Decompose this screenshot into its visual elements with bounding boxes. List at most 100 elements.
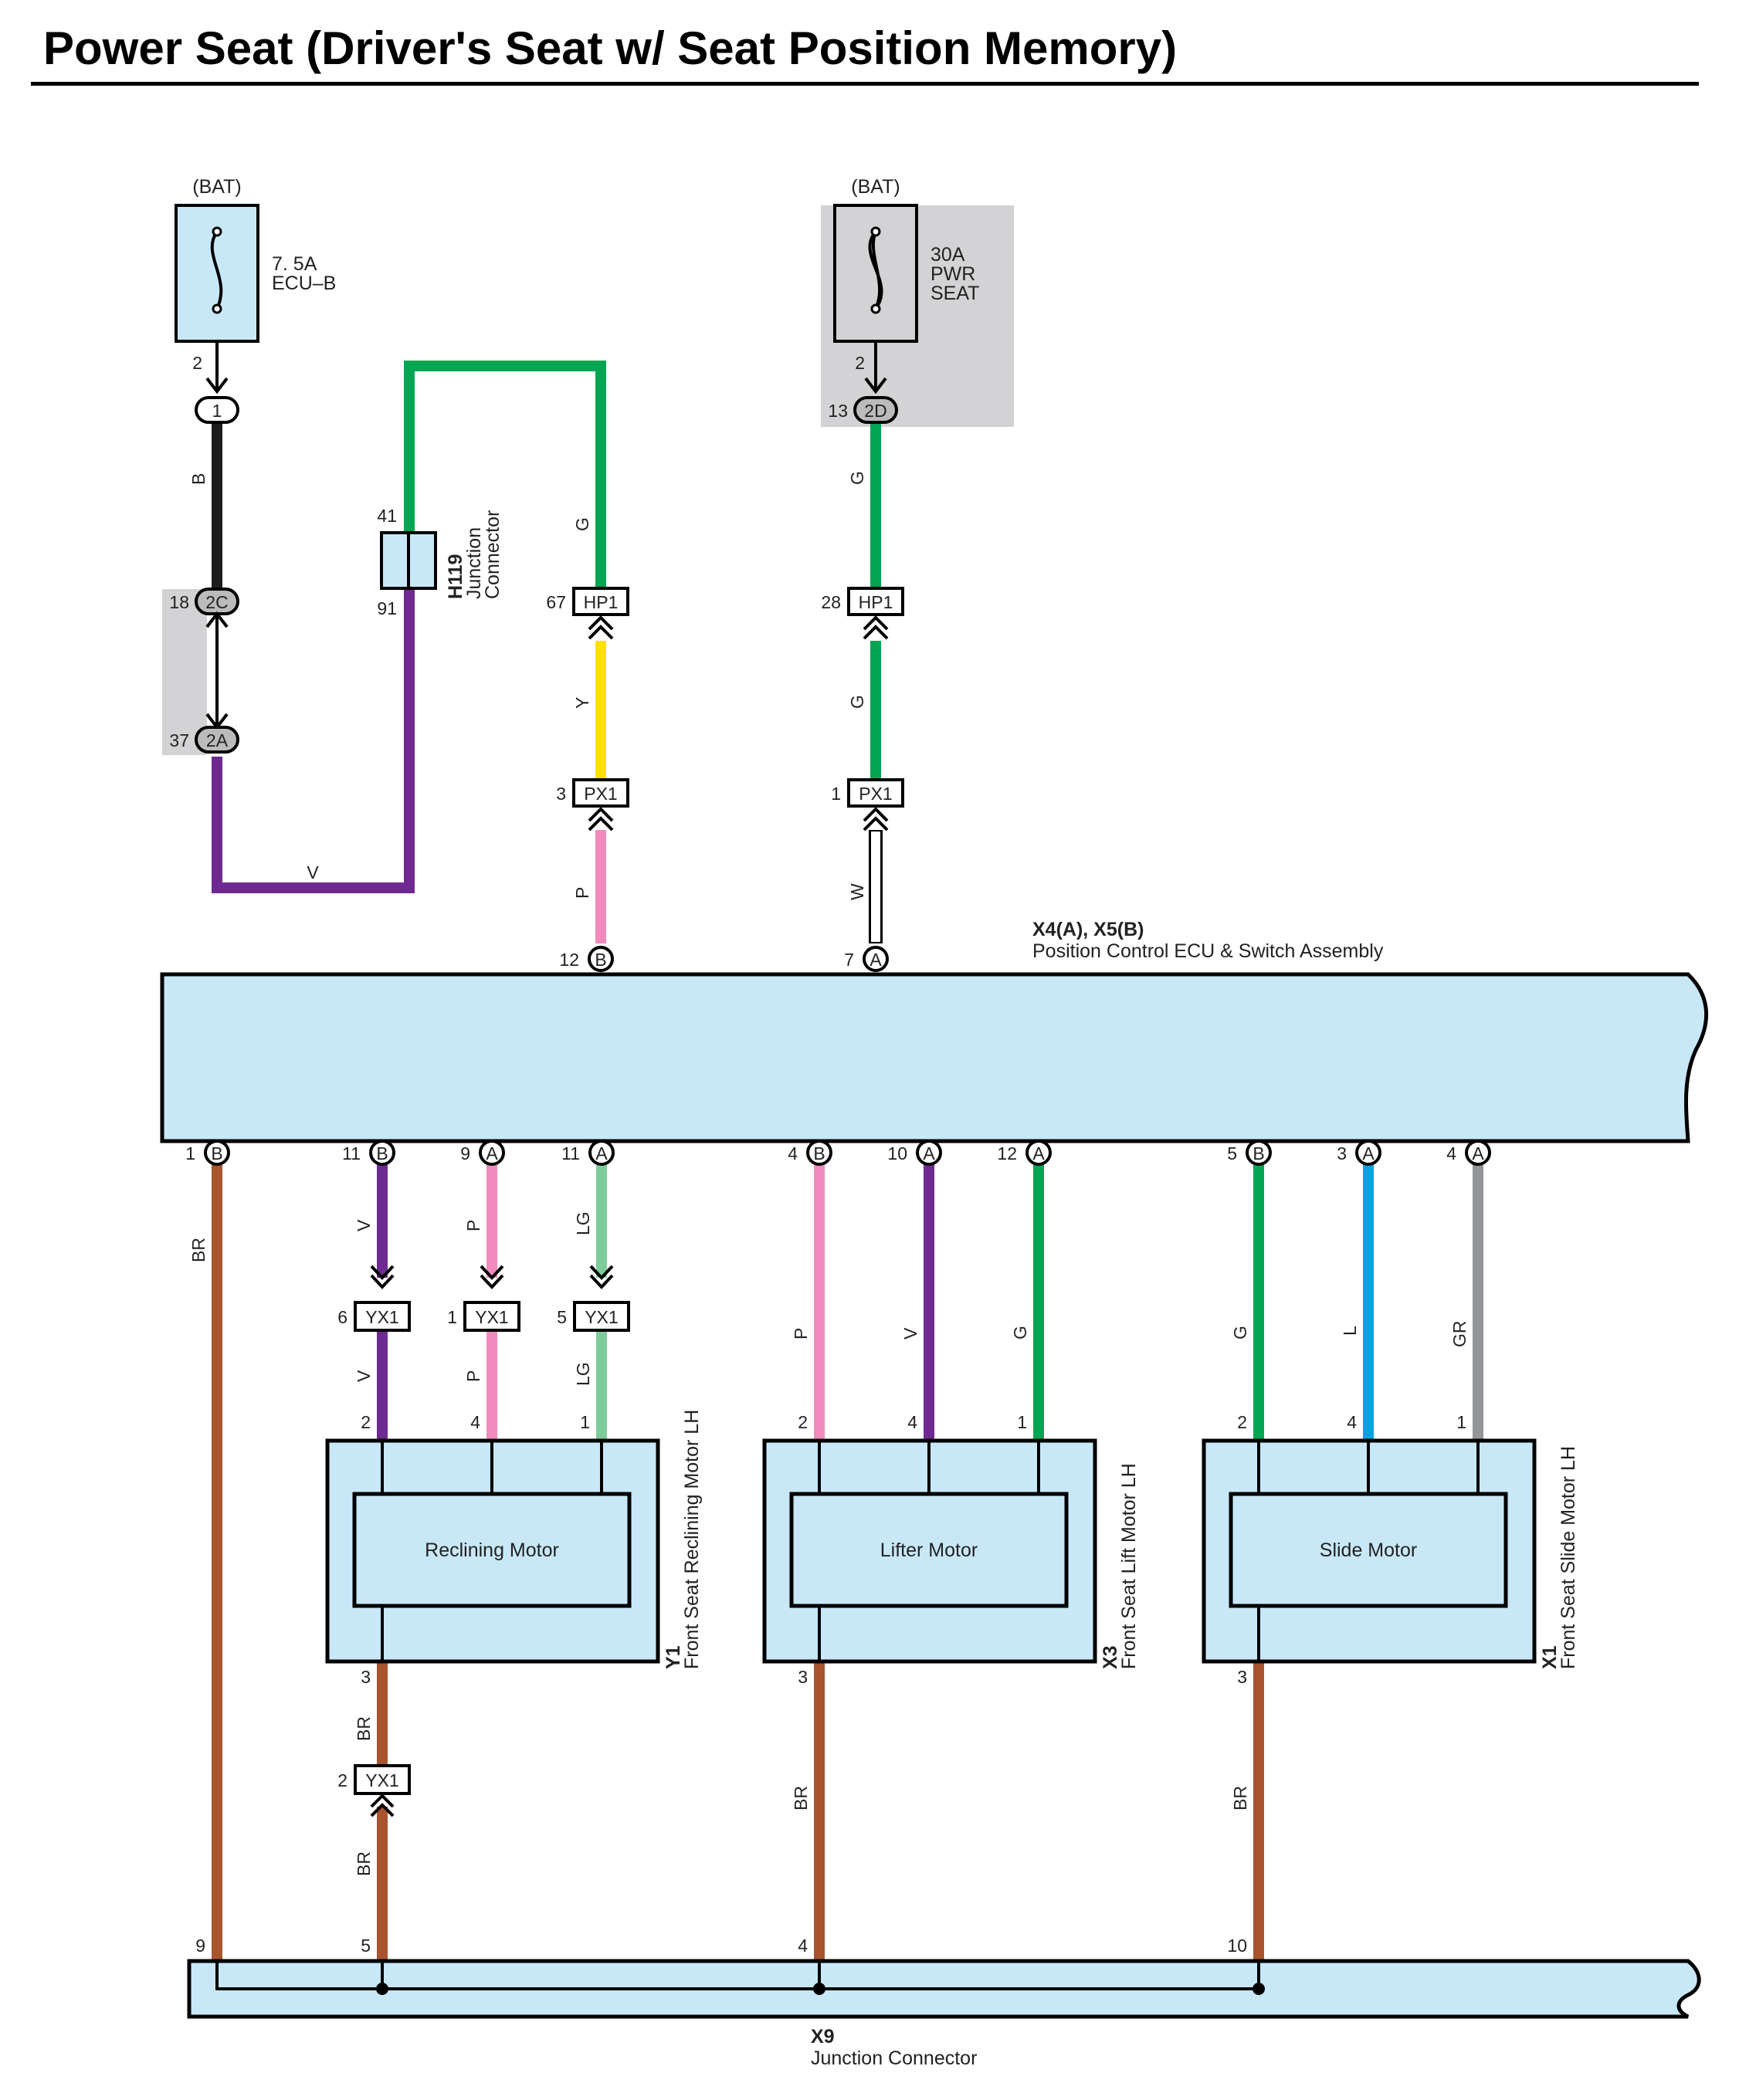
diagram-graphic (870, 303, 881, 314)
label-pins-x9_5: 5 (361, 1936, 371, 1956)
label-wire_labels-G: G (1230, 1326, 1250, 1340)
pin-2a: 37 (169, 730, 189, 750)
fuse-pwrseat-name1: PWR (931, 263, 975, 285)
recline-name: Front Seat Reclining Motor LH (681, 1410, 703, 1669)
x9-name: Junction Connector (811, 2048, 977, 2069)
diagram-graphic (588, 615, 889, 832)
diagram-graphic (1229, 1492, 1508, 1608)
label-wire_labels-BR: BR (354, 1716, 374, 1741)
diagram-graphic (463, 1301, 520, 1332)
diagram-graphic (806, 1140, 832, 1166)
lbl-b: B (188, 473, 208, 485)
conn-yx1-p: YX1 (463, 1301, 520, 1332)
lifter-code: X3 (1100, 1645, 1121, 1669)
label-connectors-HP1: HP1 (859, 592, 893, 612)
label-pins-ecu_top_right: 7 (844, 950, 854, 970)
diagram-graphic (789, 1492, 1069, 1608)
diagram-graphic (1253, 1983, 1265, 1995)
diagram-graphic (847, 587, 904, 616)
ecu-pins-bottom: B 1 B 11 A 9 A 11 B 4 A 10 A 12 B 5 A 3 … (185, 1140, 1491, 1166)
diagram-title: Power Seat (Driver's Seat w/ Seat Positi… (43, 22, 1178, 74)
ecu-codes: X4(A), X5(B) (1032, 919, 1144, 940)
label-connectors-pinB: B (813, 1143, 825, 1163)
diagram-graphic: B (369, 1140, 395, 1166)
label-pins-sli_1: 1 (1456, 1412, 1466, 1432)
label-pins-yx1_v: 6 (337, 1307, 347, 1327)
diagram-graphic (370, 1265, 614, 1289)
label-connectors-YX1: YX1 (365, 1770, 398, 1790)
diagram-graphic (376, 1983, 388, 1995)
conn-hp1-left: HP1 (572, 587, 629, 616)
label-connectors-c2D: 2D (864, 401, 886, 421)
label-wire_labels-GR: GR (1449, 1321, 1470, 1348)
diagram-graphic (863, 946, 889, 972)
label-wire_labels-V: V (900, 1327, 920, 1340)
wire-v-purple-left (212, 556, 415, 893)
label-connectors-pinA: A (923, 1143, 935, 1163)
fuse-pwrseat-icon (868, 230, 883, 310)
diagram-graphic (1465, 1140, 1491, 1166)
label-pins-ecu_a10: 10 (887, 1143, 907, 1163)
diagram-graphic (369, 1140, 395, 1166)
diagram-graphic (205, 611, 229, 628)
label-pins-yx1_p: 1 (447, 1307, 457, 1327)
label-connectors-pinA: A (486, 1143, 498, 1163)
label-wire_labels-P: P (463, 1220, 483, 1231)
slide-inner: Slide Motor (1320, 1539, 1417, 1561)
label-connectors-pinA: A (1032, 1143, 1045, 1163)
conn-yx1-lg: YX1 (573, 1301, 630, 1332)
label-wire_labels-LG: LG (573, 1211, 593, 1235)
diagram-graphic (588, 807, 614, 832)
diagram-graphic (212, 303, 222, 314)
label-connectors-PX1: PX1 (859, 784, 892, 804)
label-connectors-c1: 1 (212, 401, 222, 421)
diagram-graphic (813, 1983, 825, 1995)
fuse-ecub-rating: 7. 5A (272, 253, 317, 275)
diagram-graphic (588, 946, 614, 972)
label-connectors-c2A: 2A (206, 730, 229, 750)
label-pins-lif_1: 1 (1017, 1412, 1027, 1432)
diagram-graphic (370, 1265, 395, 1289)
ecu-name: Position Control ECU & Switch Assembly (1032, 940, 1384, 962)
diagram-graphic: A (588, 1140, 615, 1166)
highlight-2c-2a (162, 589, 207, 755)
conn-1: 1 (195, 396, 239, 424)
label-connectors-YX1: YX1 (365, 1307, 398, 1327)
label-pins-ecu_a4: 4 (1446, 1143, 1456, 1163)
diagram-graphic (352, 1492, 632, 1608)
pin-hp1-left: 67 (546, 592, 566, 612)
fuse-pwrseat-rating: 30A (931, 244, 965, 266)
label-pins-ecu_b5: 5 (1227, 1143, 1237, 1163)
diagram-graphic: B (806, 1140, 832, 1166)
diagram-graphic (863, 807, 889, 832)
x9-bus (215, 1961, 1260, 1990)
diagram-graphic: B (1246, 1140, 1272, 1166)
pin-hp1-right: 28 (821, 592, 841, 612)
conn-2c: 2C (195, 588, 239, 615)
label-pins-ecu_b1: 1 (185, 1143, 195, 1163)
label-wire_labels-V: V (354, 1370, 374, 1382)
label-wire_labels-V: V (354, 1219, 374, 1231)
diagram-graphic (573, 1301, 630, 1332)
label-connectors-c2C: 2C (205, 592, 228, 612)
label-pins-rec_2: 2 (361, 1412, 371, 1432)
h119-line2: Connector (482, 510, 503, 599)
label-wire_labels-L: L (1340, 1326, 1360, 1336)
label-pins-ecu_b4: 4 (788, 1143, 798, 1163)
wires (212, 361, 1483, 1961)
slide-name: Front Seat Slide Motor LH (1558, 1446, 1579, 1669)
recline-code: Y1 (663, 1645, 684, 1669)
lbl-y: Y (572, 697, 592, 709)
diagram-graphic (1355, 1140, 1381, 1166)
label-pins-x9_10: 10 (1227, 1936, 1247, 1956)
slide-code: X1 (1539, 1645, 1561, 1669)
label-pins-x9_4: 4 (798, 1936, 808, 1956)
pin-2c: 18 (169, 592, 189, 612)
label-wire_labels-LG: LG (573, 1362, 593, 1386)
lbl-v-horiz: V (307, 862, 319, 882)
label-connectors-pinB: B (376, 1143, 388, 1163)
conn-yx1-v: YX1 (354, 1301, 411, 1332)
diagram-graphic (588, 1140, 615, 1166)
diagram-graphic (588, 615, 614, 640)
lbl-p-top: P (572, 887, 592, 899)
